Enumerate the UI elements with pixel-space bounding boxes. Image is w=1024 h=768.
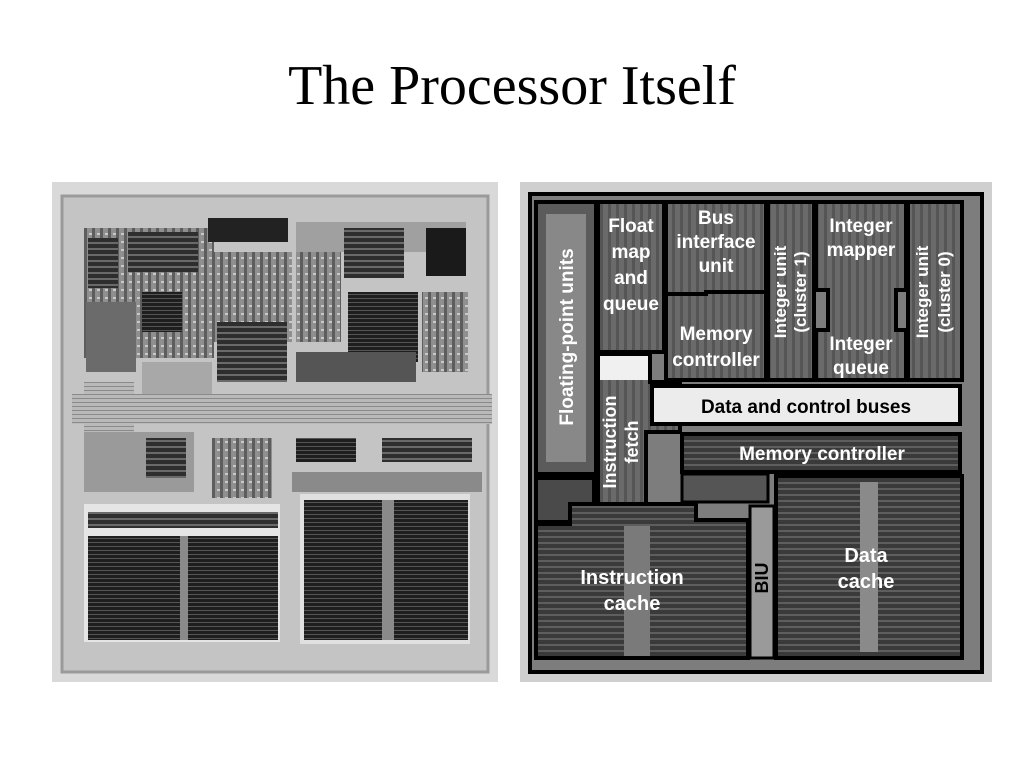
- block-memory-controller-top: Memory controller: [664, 290, 768, 382]
- label-bus-1: interface: [676, 232, 755, 253]
- label-int0-0: Integer unit: [913, 245, 932, 338]
- block-floating-point-units: Floating-point units: [534, 200, 598, 476]
- label-ifetch-0: Instruction: [600, 396, 620, 489]
- block-instruction-cache: Instruction cache: [534, 502, 750, 660]
- label-dcache-1: cache: [838, 571, 895, 593]
- block-memory-controller-mid: Memory controller: [680, 432, 962, 474]
- processor-floorplan-diagram: Floating-point units Float map and queue…: [520, 182, 992, 682]
- label-int1-1: (cluster 1): [791, 251, 810, 332]
- block-integer-unit-cluster1: Integer unit (cluster 1): [766, 200, 816, 382]
- block-data-control-buses: Data and control buses: [650, 384, 962, 426]
- block-float-map-queue: Float map and queue: [596, 200, 666, 354]
- label-intmap-0: Integer: [829, 216, 893, 237]
- label-int1-0: Integer unit: [771, 245, 790, 338]
- label-dcache-0: Data: [844, 545, 888, 567]
- block-integer-unit-cluster0: Integer unit (cluster 0): [906, 200, 964, 382]
- label-float-map-0: Float: [608, 216, 654, 237]
- label-icache-1: cache: [604, 593, 661, 615]
- slide-title: The Processor Itself: [288, 55, 736, 117]
- block-data-cache: Data cache: [774, 474, 964, 660]
- label-bus-0: Bus: [698, 208, 734, 229]
- label-biu: BIU: [752, 563, 772, 594]
- label-float-map-1: map: [611, 242, 650, 263]
- label-memctl-0: Memory: [680, 324, 753, 345]
- label-memctl-1: controller: [672, 350, 760, 371]
- processor-die-photo: [52, 182, 498, 682]
- label-float-map-2: and: [614, 268, 648, 289]
- label-floating-point-units: Floating-point units: [557, 248, 578, 425]
- label-memctl-mid: Memory controller: [739, 444, 905, 465]
- label-intmap-1: mapper: [827, 240, 896, 261]
- label-intq-0: Integer: [829, 334, 893, 355]
- label-float-map-3: queue: [603, 294, 659, 315]
- label-bus-2: unit: [699, 256, 734, 277]
- label-intq-1: queue: [833, 358, 889, 379]
- block-bus-interface-unit: Bus interface unit: [664, 200, 768, 296]
- block-biu: BIU: [748, 504, 776, 660]
- label-buses: Data and control buses: [701, 397, 911, 418]
- label-int0-1: (cluster 0): [935, 251, 954, 332]
- block-integer-mapper: Integer mapper Integer queue: [814, 200, 908, 382]
- block-misc-mid: [680, 472, 770, 504]
- label-icache-0: Instruction: [580, 567, 683, 589]
- label-ifetch-1: fetch: [622, 420, 642, 463]
